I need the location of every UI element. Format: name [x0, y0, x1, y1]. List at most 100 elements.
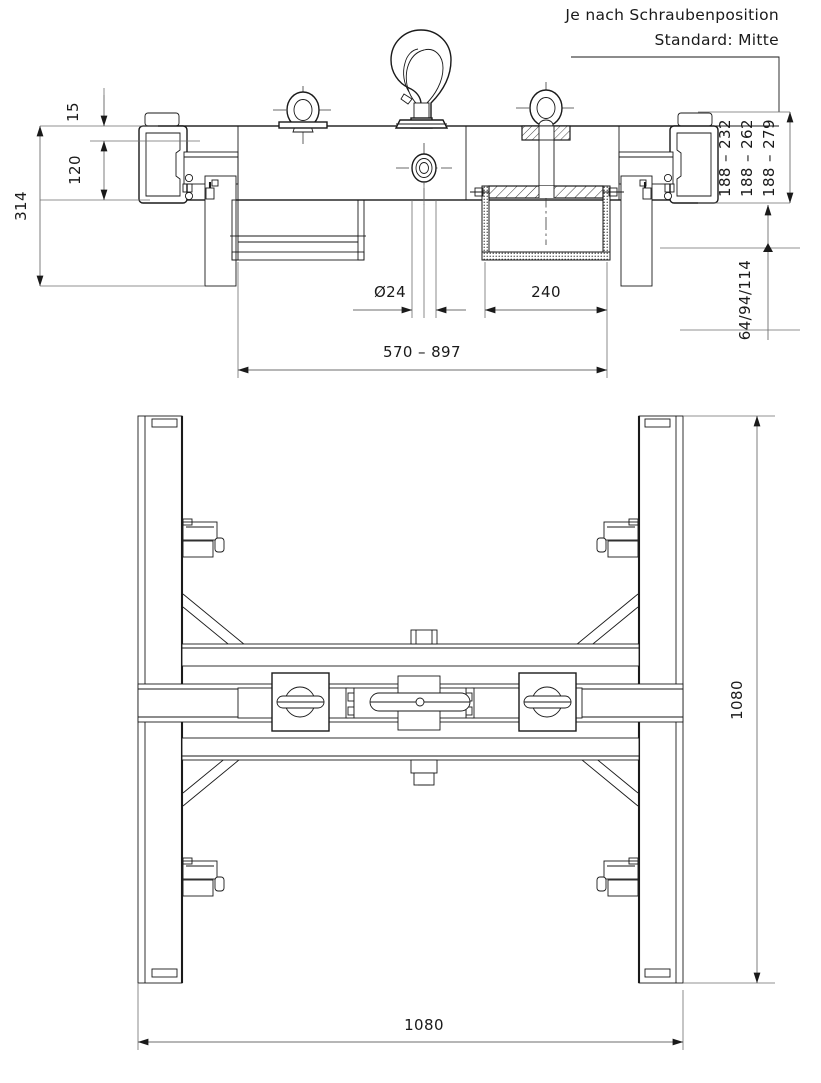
left-end-bracket	[138, 112, 239, 287]
right-clamp-block	[518, 672, 577, 732]
note-line-1: Je nach Schraubenposition	[564, 6, 779, 24]
dim-120: 120	[66, 140, 108, 201]
dim-1080-v-label: 1080	[728, 680, 746, 720]
right-rail-cap-bottom	[644, 968, 671, 978]
dim-d24-label: Ø24	[374, 283, 406, 301]
dim-span: 570 – 897	[237, 343, 608, 374]
fitting-top-right	[596, 518, 639, 558]
dim-188-262-label: 188 – 262	[738, 119, 756, 197]
plan-corner-fittings	[182, 518, 639, 897]
dim-570-897-label: 570 – 897	[383, 343, 461, 361]
dim-arm-ranges: 188 – 232 188 – 262 188 – 279	[716, 111, 794, 204]
fbl-body	[182, 860, 218, 880]
dim-1080-horizontal: 1080	[137, 1016, 684, 1046]
left-pin-head	[211, 179, 219, 187]
right-pin-head	[639, 179, 647, 187]
right-eyebolt-assembly	[516, 82, 576, 245]
left-pin-collar	[205, 187, 215, 200]
dim-240-label: 240	[531, 283, 561, 301]
fbr-body2	[607, 879, 639, 897]
left-eyebolt-base	[278, 121, 328, 129]
fbr-body	[603, 860, 639, 880]
upper-beam-bolt	[410, 629, 438, 645]
right-eyebolt-ring-inner	[536, 97, 556, 119]
right-u-clamp	[470, 185, 624, 261]
fitting-top-left	[182, 518, 225, 558]
left-slider-end	[345, 687, 355, 719]
brace-top-left	[182, 593, 246, 649]
lower-beam-bolt	[410, 759, 438, 774]
rod-through-plate	[539, 186, 554, 198]
fbl-body2	[182, 879, 214, 897]
note-line-2: Standard: Mitte	[654, 31, 779, 49]
fbl-head	[182, 857, 193, 865]
dim-240: 240	[484, 283, 608, 314]
left-eyebolt-ring-inner	[293, 99, 313, 121]
ftr-body	[603, 521, 639, 541]
right-clamp-wall-right	[602, 185, 611, 261]
right-bracket-inner	[676, 132, 712, 197]
brace-top-right	[575, 593, 639, 649]
plan-lower-cross-beam	[181, 737, 640, 786]
ftr-body2	[607, 540, 639, 558]
hook-throat	[405, 48, 444, 109]
threaded-rod	[538, 125, 555, 192]
front-elevation-view: 15 120 314 188 – 232 188 – 262 188 – 279…	[12, 29, 800, 378]
dim-64-94-114-label: 64/94/114	[736, 260, 754, 341]
right-bolt-lower	[663, 191, 673, 201]
fitting-bottom-right	[596, 857, 639, 897]
left-bolt-upper	[184, 173, 194, 183]
right-pin-collar	[642, 187, 652, 200]
plan-central-beam	[137, 672, 684, 732]
left-clamp-block	[271, 672, 330, 732]
left-clamp-bottom-bar	[231, 251, 365, 261]
dim-120-label: 120	[66, 155, 84, 185]
lower-beam-body	[181, 737, 640, 761]
dim-188-279-label: 188 – 279	[760, 119, 778, 197]
dim-foot-arrow	[763, 243, 773, 252]
right-bolt-upper	[663, 173, 673, 183]
front-extension-lines	[40, 88, 800, 331]
note-leader-line	[571, 56, 780, 112]
ftr-head	[628, 518, 639, 526]
front-vertical-ext-lines	[237, 182, 608, 378]
plan-view: 1080 1080	[137, 415, 775, 1050]
dim-1080-vertical: 1080	[728, 415, 761, 984]
right-clamp-wall-left	[481, 185, 490, 261]
center-handle-pin	[415, 697, 425, 707]
left-rail-cap-top	[151, 418, 178, 428]
left-u-clamp	[230, 199, 366, 261]
crane-hook	[390, 29, 452, 129]
hook-tip	[400, 93, 413, 105]
center-handle	[369, 692, 471, 712]
right-bolt-head	[664, 183, 675, 193]
fitting-bottom-left	[182, 857, 225, 897]
ftl-knob	[214, 537, 225, 553]
fbr-knob	[596, 876, 607, 892]
lower-beam-bolt-2	[413, 772, 435, 786]
ftr-knob	[596, 537, 607, 553]
right-rail-cap-top	[644, 418, 671, 428]
left-rail-cap-bottom	[151, 968, 178, 978]
note-screw-position: Je nach Schraubenposition Standard: Mitt…	[564, 6, 780, 112]
ftl-body	[182, 521, 218, 541]
right-clamp-bottom-bar	[481, 251, 611, 261]
fbl-knob	[214, 876, 225, 892]
upper-beam-body	[181, 643, 640, 667]
dim-314: 314	[12, 125, 44, 287]
pivot-ring-inner	[419, 162, 429, 174]
left-eyebolt	[273, 86, 333, 146]
left-bracket-inner	[145, 132, 181, 197]
dim-314-label: 314	[12, 191, 30, 221]
left-bolt-head	[182, 183, 193, 193]
ftl-head	[182, 518, 193, 526]
ftl-body2	[182, 540, 214, 558]
plan-upper-cross-beam	[181, 629, 640, 667]
dim-1080-h-label: 1080	[404, 1016, 444, 1034]
dim-15-label: 15	[64, 102, 82, 122]
dim-hole-diameter: Ø24	[353, 283, 466, 314]
left-clamp-wall-right	[357, 199, 365, 261]
right-end-bracket	[618, 112, 719, 287]
